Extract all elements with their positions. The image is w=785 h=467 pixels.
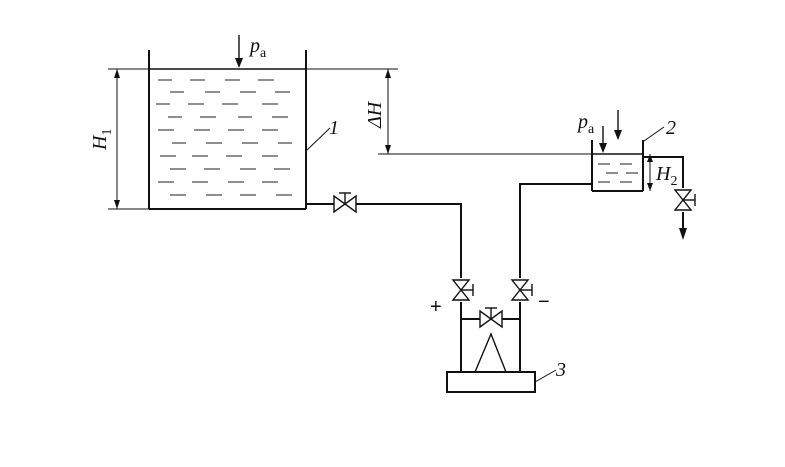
plus-side-valve-icon[interactable] <box>451 279 474 301</box>
pipe-from-tank-1 <box>306 203 462 372</box>
tank-2 <box>591 140 644 192</box>
h1-label: H1 <box>89 129 115 151</box>
tank-2-leader <box>643 126 665 142</box>
pa-tank2-arrows <box>599 110 622 153</box>
tank-1 <box>148 50 307 210</box>
h2-label: H2 <box>655 163 677 189</box>
tank-2-liquid <box>598 163 638 183</box>
tank-2-number: 2 <box>666 117 676 139</box>
minus-side-valve-icon[interactable] <box>510 279 533 301</box>
tank-1-outlet-valve-icon[interactable] <box>333 192 357 214</box>
bypass-valve-icon[interactable] <box>479 307 503 329</box>
delta-h-label: ΔH <box>364 100 386 129</box>
delta-h-dimension <box>306 68 592 155</box>
gauge-leader <box>534 369 557 383</box>
tank-1-liquid <box>156 79 292 196</box>
gauge-number: 3 <box>555 359 566 381</box>
pa-main-arrow <box>235 35 243 68</box>
tank-1-number: 1 <box>329 117 339 139</box>
pa-tank2-label: pa <box>576 111 595 137</box>
h2-dimension <box>647 154 653 191</box>
h1-dimension <box>108 68 149 210</box>
gauge-base <box>446 371 536 393</box>
tank-1-leader <box>306 127 331 151</box>
pa-main-label: pa <box>248 35 267 61</box>
pipe-from-tank-2 <box>519 183 592 372</box>
minus-sign-label: − <box>538 291 550 313</box>
plus-sign-label: + <box>430 296 442 318</box>
overflow-valve-icon[interactable] <box>673 189 696 211</box>
overflow-pipe <box>643 156 687 240</box>
